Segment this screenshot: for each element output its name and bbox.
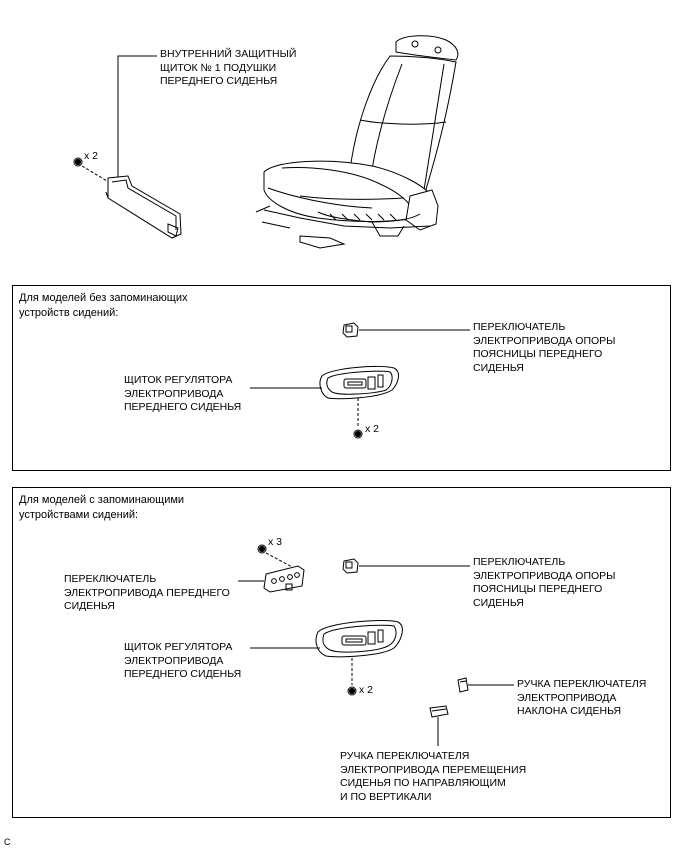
dashed-guide-line	[81, 165, 123, 191]
lumbar-switch-part-icon	[342, 322, 359, 338]
panel-with-memory	[12, 487, 671, 818]
panel-without-memory	[12, 285, 671, 471]
panel-with-memory-header: Для моделей с запоминающими устройствами…	[19, 494, 185, 521]
front-seat-drawing-icon	[255, 35, 459, 249]
seat-shield-label: ЩИТОК РЕГУЛЯТОРА ЭЛЕКТРОПРИВОДА ПЕРЕДНЕГ…	[124, 374, 242, 413]
slide-knob-part-icon	[429, 705, 449, 718]
front-seat-switch-label: ПЕРЕКЛЮЧАТЕЛЬ ЭЛЕКТРОПРИВОДА ПЕРЕДНЕГО С…	[64, 573, 230, 612]
lumbar-switch-part-icon	[342, 558, 359, 574]
dashed-guide-line	[265, 552, 295, 569]
inner-shield-cover-label: ВНУТРЕННИЙ ЗАЩИТНЫЙ ЩИТОК № 1 ПОДУШКИ ПЕ…	[160, 48, 297, 87]
leader-line-top-shield	[117, 55, 157, 180]
lumbar-switch-label: ПЕРЕКЛЮЧАТЕЛЬ ЭЛЕКТРОПРИВОДА ОПОРЫ ПОЯСН…	[473, 556, 616, 609]
recline-knob-part-icon	[457, 677, 469, 693]
seat-adjuster-shield-part-icon	[319, 365, 399, 400]
recline-knob-label: РУЧКА ПЕРЕКЛЮЧАТЕЛЯ ЭЛЕКТРОПРИВОДА НАКЛО…	[517, 678, 647, 717]
panel-without-memory-header: Для моделей без запоминающих устройств с…	[19, 292, 188, 319]
slide-knob-label: РУЧКА ПЕРЕКЛЮЧАТЕЛЯ ЭЛЕКТРОПРИВОДА ПЕРЕМ…	[340, 750, 527, 803]
screw-count-top: x 2	[84, 150, 99, 162]
screw-count-front-switch: x 3	[268, 536, 283, 548]
shield-cover-part-icon	[105, 175, 182, 239]
lumbar-switch-label: ПЕРЕКЛЮЧАТЕЛЬ ЭЛЕКТРОПРИВОДА ОПОРЫ ПОЯСН…	[473, 321, 616, 374]
screw-icon	[257, 544, 267, 554]
screw-icon	[73, 157, 83, 167]
seat-shield-label: ЩИТОК РЕГУЛЯТОРА ЭЛЕКТРОПРИВОДА ПЕРЕДНЕГ…	[124, 641, 242, 680]
screw-count-panel2: x 2	[359, 684, 374, 696]
front-seat-switch-part-icon	[263, 565, 305, 593]
figure-code: C	[4, 837, 11, 847]
seat-adjuster-shield-part-icon	[315, 620, 403, 658]
screw-icon	[347, 686, 357, 696]
screw-icon	[353, 429, 363, 439]
screw-count-panel1: x 2	[365, 423, 380, 435]
